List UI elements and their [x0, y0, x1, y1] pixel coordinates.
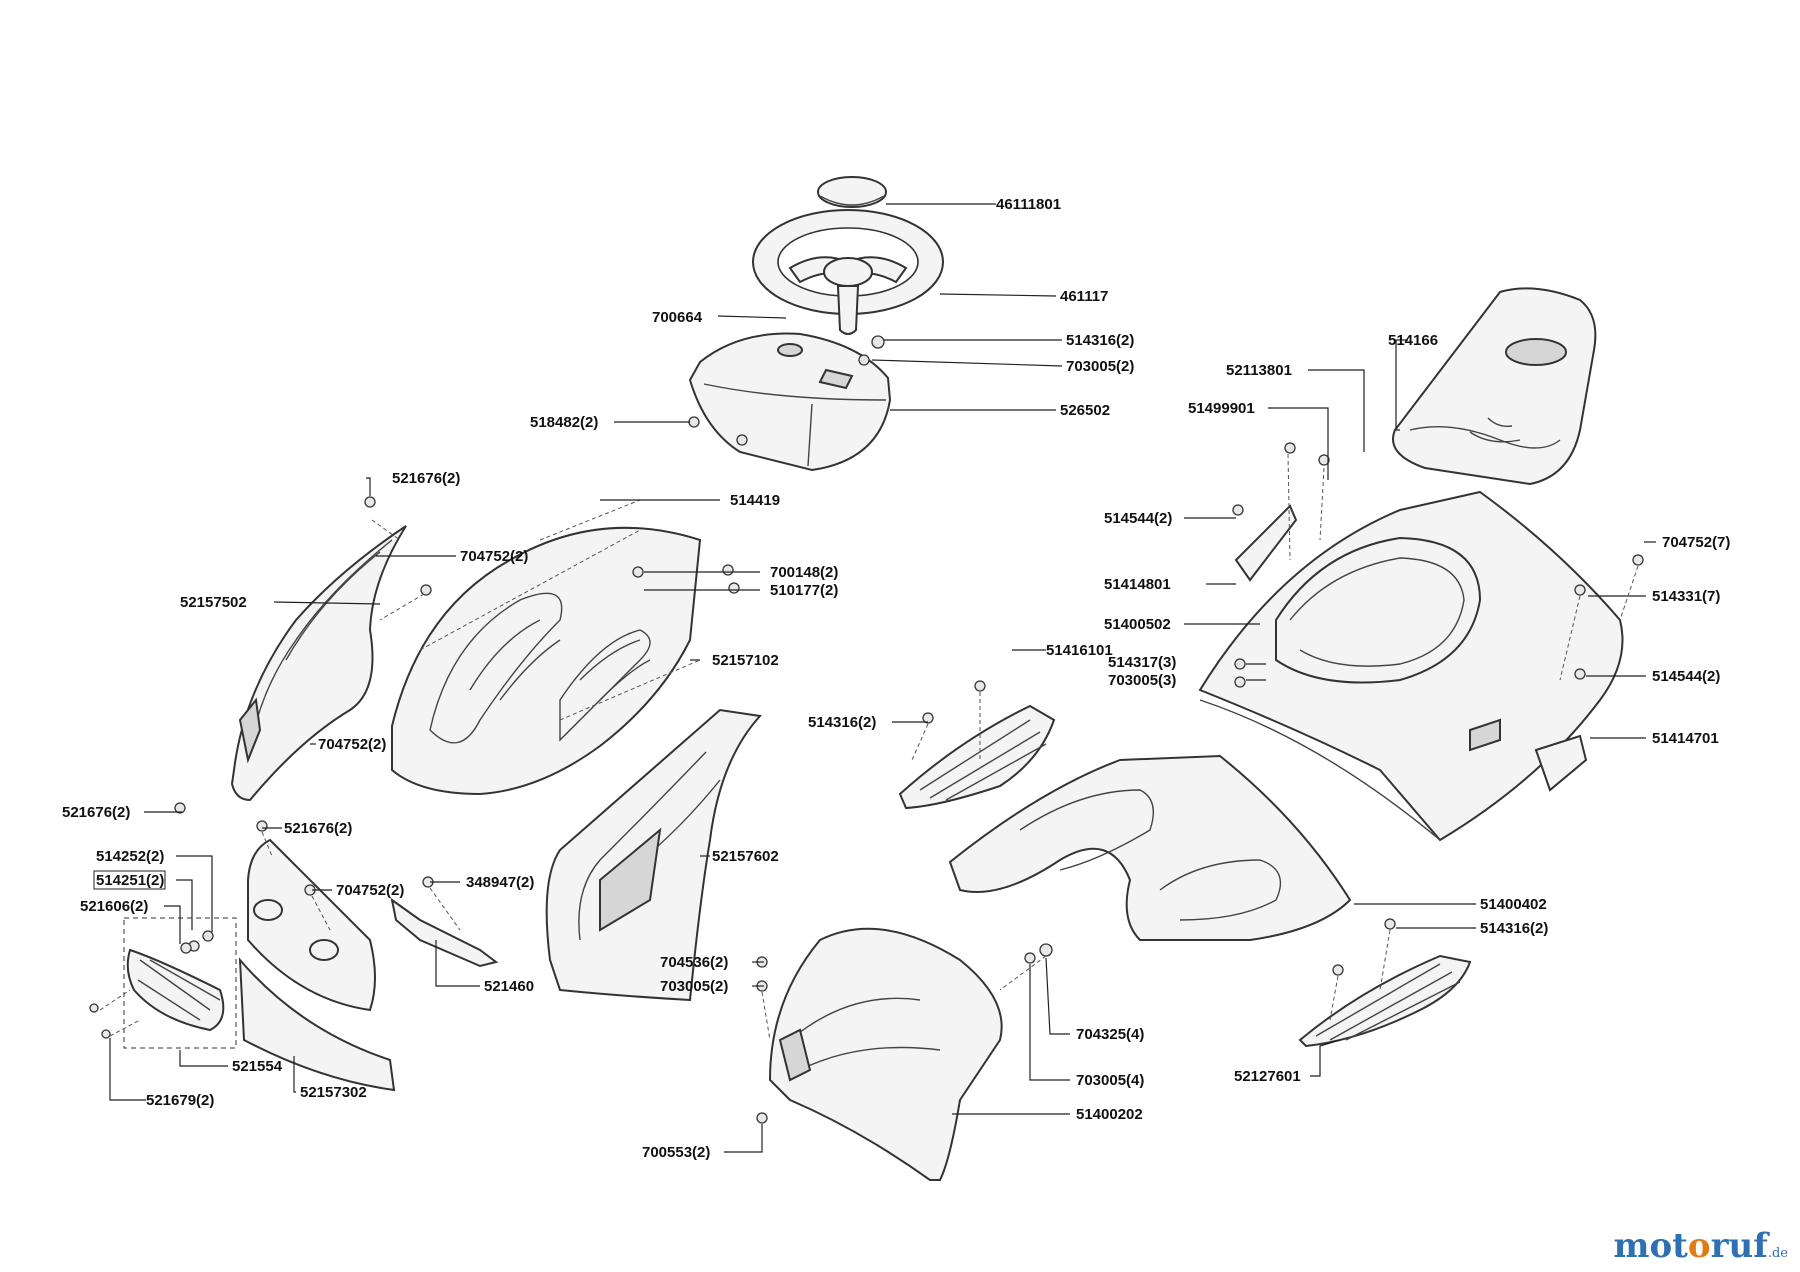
- part-label: 526502: [1060, 402, 1110, 419]
- part-label: 514544(2): [1104, 510, 1172, 527]
- part-label: 348947(2): [466, 874, 534, 891]
- part-label: 700553(2): [642, 1144, 710, 1161]
- part-label: 514166: [1388, 332, 1438, 349]
- part-label: 52157602: [712, 848, 779, 865]
- part-label: 514317(3): [1108, 654, 1176, 671]
- part-label: 514251(2): [96, 872, 164, 889]
- part-label: 521676(2): [284, 820, 352, 837]
- part-label: 703005(2): [660, 978, 728, 995]
- steering-console: [688, 332, 892, 472]
- alignment-lines: [99, 453, 1639, 1041]
- part-label: 704752(2): [336, 882, 404, 899]
- watermark-part2: o: [1687, 1226, 1711, 1266]
- part-label: 521554: [232, 1058, 283, 1075]
- part-label: 514316(2): [1066, 332, 1134, 349]
- watermark-part1: mot: [1613, 1226, 1688, 1266]
- part-label: 514316(2): [808, 714, 876, 731]
- part-label: 514331(7): [1652, 588, 1720, 605]
- footboard-left: [898, 704, 1056, 810]
- part-label: 521606(2): [80, 898, 148, 915]
- part-label: 514316(2): [1480, 920, 1548, 937]
- side-panel-left: [230, 525, 407, 802]
- part-label: 51499901: [1188, 400, 1255, 417]
- hood: [391, 499, 702, 796]
- fender-side-trim-left: [1234, 504, 1298, 582]
- part-label: 521676(2): [392, 470, 460, 487]
- part-labels: 46111801 461117 700664 514316(2) 703005(…: [62, 196, 1730, 1161]
- part-label: 521676(2): [62, 804, 130, 821]
- part-label: 46111801: [996, 196, 1061, 213]
- part-label: 51400502: [1104, 616, 1171, 633]
- steering-wheel: [752, 209, 944, 335]
- leader-lines: [109, 203, 1656, 1153]
- part-label: 703005(3): [1108, 672, 1176, 689]
- part-label: 704325(4): [1076, 1026, 1144, 1043]
- fender-side-trim-right: [1534, 734, 1588, 792]
- steering-cap: [817, 176, 887, 208]
- part-label: 51414801: [1104, 576, 1171, 593]
- fasteners: [89, 335, 1644, 1124]
- part-label: 514252(2): [96, 848, 164, 865]
- rear-fender-body: [1198, 490, 1624, 842]
- part-label: 521460: [484, 978, 534, 995]
- part-label: 52113801: [1226, 362, 1292, 379]
- part-label: 704536(2): [660, 954, 728, 971]
- boxed-label-frame: [93, 870, 166, 890]
- part-label: 52127601: [1234, 1068, 1301, 1085]
- part-label: 704752(2): [318, 736, 386, 753]
- watermark-logo: motoruf.de: [1614, 1226, 1788, 1266]
- front-grille-frame: [247, 838, 376, 1012]
- part-label: 521679(2): [146, 1092, 214, 1109]
- part-label: 700148(2): [770, 564, 838, 581]
- part-label: 700664: [652, 309, 703, 326]
- front-console-panel: [768, 927, 1003, 1181]
- mounting-bracket: [390, 897, 499, 968]
- part-label: 704752(7): [1662, 534, 1730, 551]
- watermark-part3: ruf: [1710, 1226, 1768, 1266]
- part-label: 51400202: [1076, 1106, 1143, 1123]
- part-label: 518482(2): [530, 414, 598, 431]
- seat: [1392, 287, 1597, 486]
- side-panel-right: [545, 708, 762, 1002]
- part-label: 51400402: [1480, 896, 1547, 913]
- part-label: 704752(2): [460, 548, 528, 565]
- part-label: 52157502: [180, 594, 247, 611]
- part-label: 52157302: [300, 1084, 367, 1101]
- part-label: 52157102: [712, 652, 779, 669]
- part-label: 703005(2): [1066, 358, 1134, 375]
- part-label: 510177(2): [770, 582, 838, 599]
- footboard-right: [1298, 954, 1472, 1048]
- center-floor-panel: [948, 754, 1352, 941]
- watermark-tld: .de: [1767, 1246, 1788, 1261]
- part-label: 461117: [1060, 288, 1108, 305]
- part-label: 51416101: [1046, 642, 1113, 659]
- part-label: 703005(4): [1076, 1072, 1144, 1089]
- part-label: 514544(2): [1652, 668, 1720, 685]
- front-bumper: [238, 957, 396, 1092]
- part-label: 514419: [730, 492, 780, 509]
- part-label: 51414701: [1652, 730, 1719, 747]
